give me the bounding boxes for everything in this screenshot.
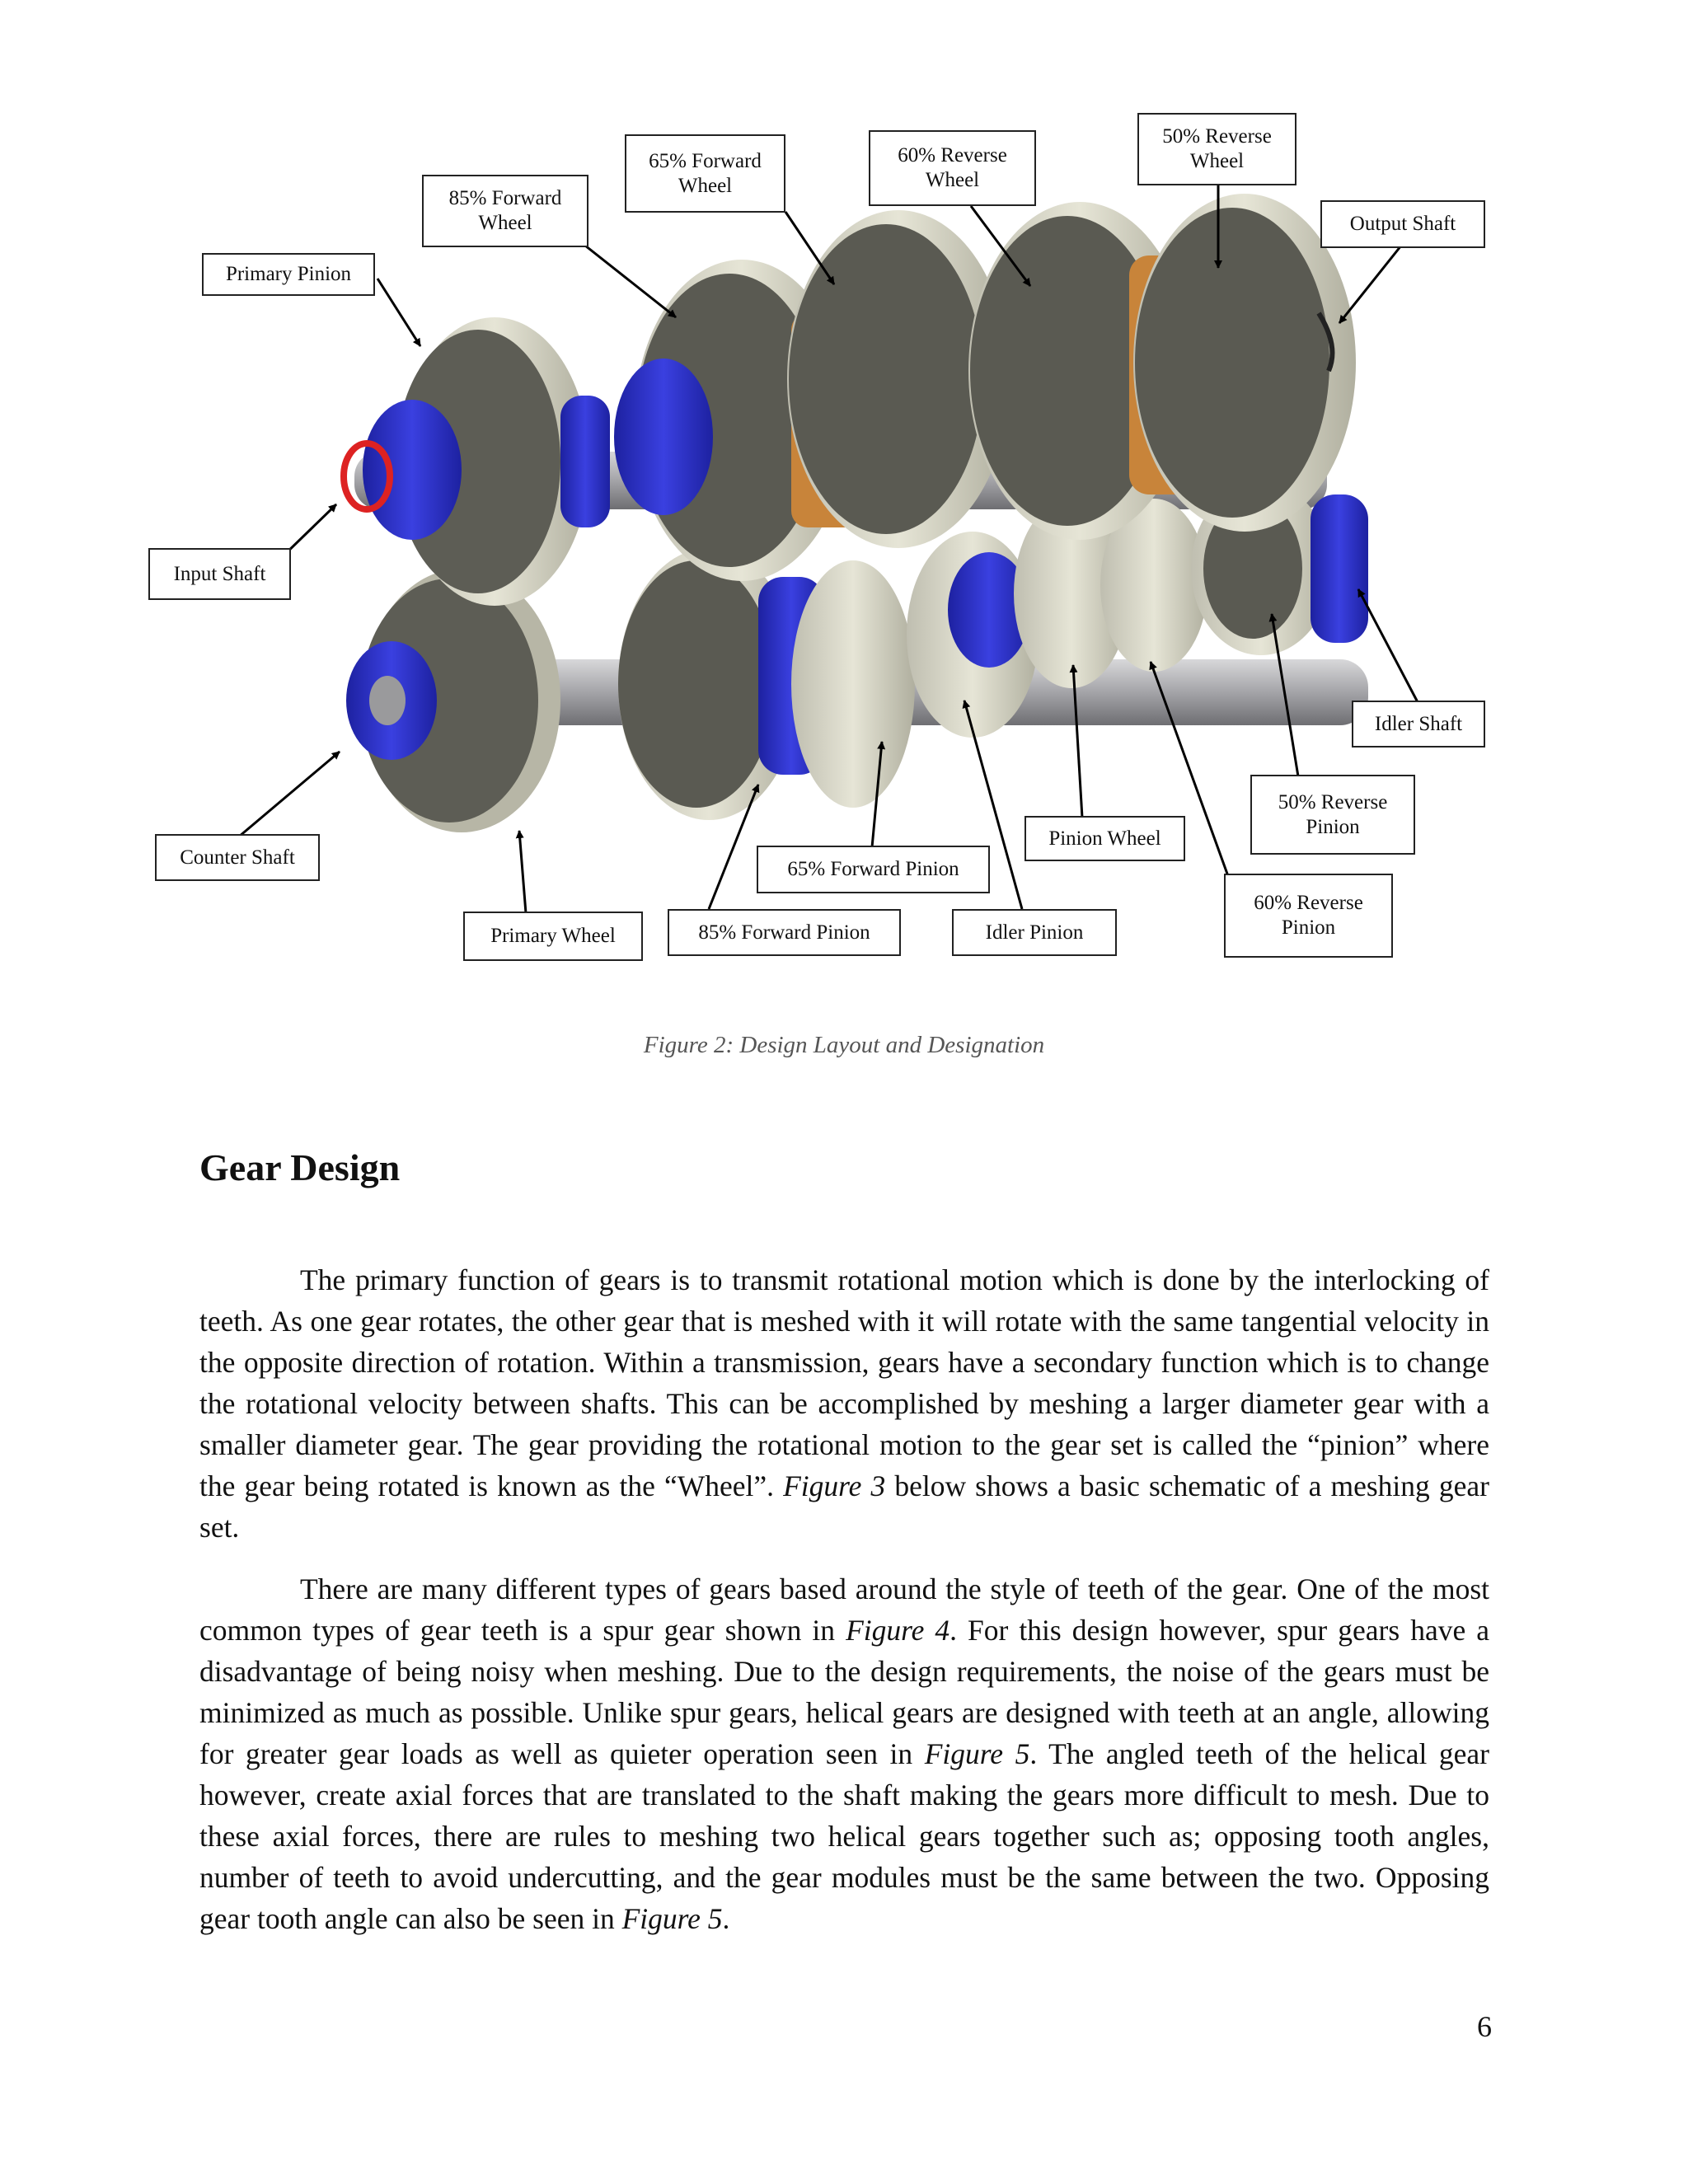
p2-figure-ref-2: Figure 5 <box>925 1737 1030 1770</box>
p2-figure-ref-1: Figure 4 <box>846 1614 950 1647</box>
label-primary-pinion: Primary Pinion <box>202 253 375 296</box>
label-65-forward-wheel: 65% Forward Wheel <box>625 134 785 213</box>
p1-figure-ref: Figure 3 <box>783 1469 885 1502</box>
primary-wheel-gear <box>346 569 560 832</box>
label-primary-wheel: Primary Wheel <box>463 912 643 961</box>
label-85-forward-pinion: 85% Forward Pinion <box>668 909 901 956</box>
label-input-shaft: Input Shaft <box>148 548 291 600</box>
section-heading: Gear Design <box>199 1146 400 1189</box>
page-number: 6 <box>1477 2009 1492 2044</box>
label-output-shaft: Output Shaft <box>1320 200 1485 248</box>
label-idler-shaft: Idler Shaft <box>1352 701 1485 748</box>
label-50-reverse-wheel: 50% Reverse Wheel <box>1137 113 1296 185</box>
label-50-reverse-pinion: 50% Reverse Pinion <box>1250 775 1415 855</box>
gearbox-figure: Primary Pinion 85% Forward Wheel 65% For… <box>0 0 1688 989</box>
figure-caption: Figure 2: Design Layout and Designation <box>0 1032 1688 1059</box>
label-85-forward-wheel: 85% Forward Wheel <box>422 175 588 247</box>
paragraph-2: There are many different types of gears … <box>199 1568 1489 1939</box>
p2-figure-ref-3: Figure 5 <box>622 1902 723 1935</box>
label-pinion-wheel: Pinion Wheel <box>1025 816 1185 861</box>
label-65-forward-pinion: 65% Forward Pinion <box>757 846 990 893</box>
label-60-reverse-pinion: 60% Reverse Pinion <box>1224 874 1393 958</box>
label-idler-pinion: Idler Pinion <box>952 909 1117 956</box>
p1-text-a: The primary function of gears is to tran… <box>199 1263 1489 1502</box>
p2-text-d: . <box>723 1902 730 1935</box>
primary-pinion-gear <box>344 317 610 606</box>
fwd85-pinion-gear <box>618 548 915 820</box>
label-counter-shaft: Counter Shaft <box>155 834 320 881</box>
paragraph-1: The primary function of gears is to tran… <box>199 1259 1489 1548</box>
label-60-reverse-wheel: 60% Reverse Wheel <box>869 130 1036 206</box>
